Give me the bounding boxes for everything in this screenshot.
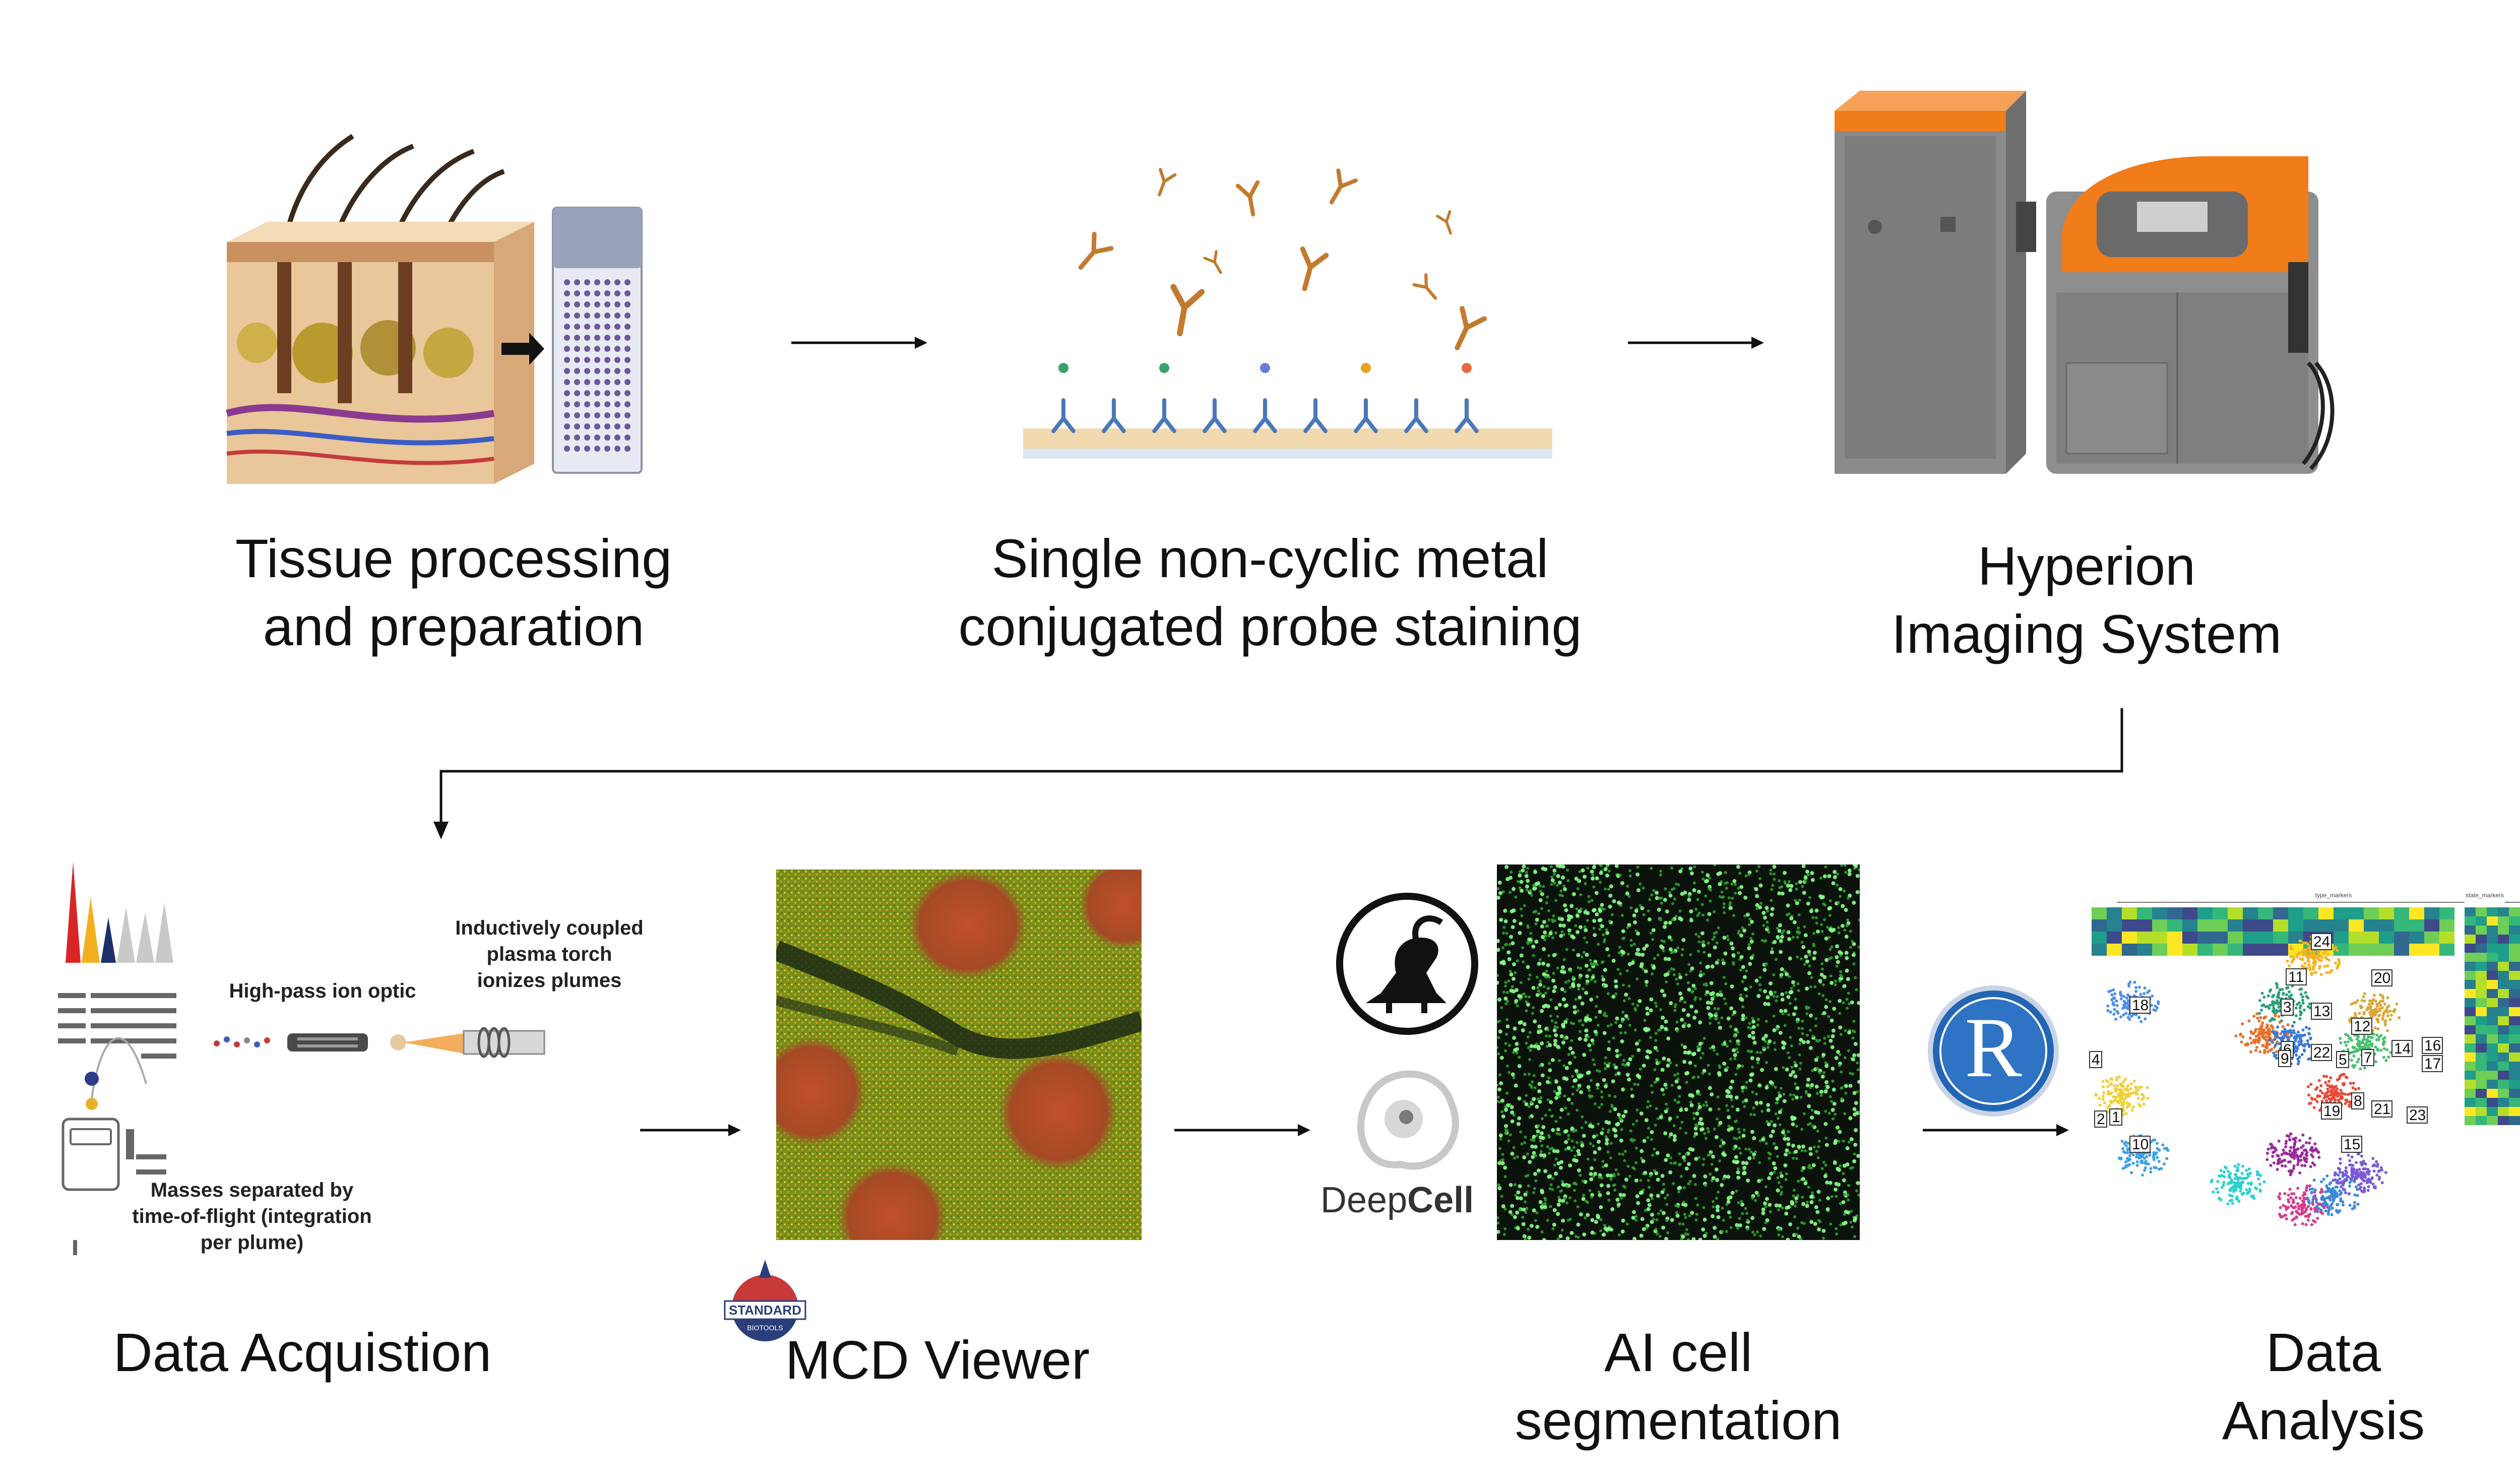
umap-cluster-label: 1 — [2109, 1108, 2122, 1126]
goat-logo — [1336, 892, 1479, 1036]
umap-cluster-label: 5 — [2336, 1051, 2349, 1068]
flow-arrow — [640, 1124, 741, 1136]
flow-arrow — [791, 337, 927, 349]
umap-cluster-label: 10 — [2129, 1136, 2151, 1153]
umap-cluster-label: 2 — [2094, 1110, 2107, 1128]
flow-arrow — [1628, 337, 1764, 349]
biotools-logo-text: BIOTOOLS — [747, 1324, 783, 1332]
acquisition-schematic — [50, 857, 655, 1260]
umap-cluster-label: 21 — [2371, 1100, 2392, 1118]
step-caption-mcd: MCD Viewer — [785, 1329, 1090, 1390]
umap-cluster-label: 20 — [2371, 969, 2392, 986]
standard-logo-text: STANDARD — [729, 1303, 801, 1318]
umap-cluster-label: 23 — [2407, 1106, 2428, 1124]
umap-cluster-label: 7 — [2361, 1049, 2374, 1066]
flow-arrow — [1923, 1124, 2069, 1136]
hyperion-instrument — [1824, 81, 2354, 494]
step-caption-analysis: Data Analysis — [2222, 1322, 2425, 1451]
row-connector — [433, 708, 2123, 839]
step-caption-segmentation: AI cell segmentation — [1515, 1322, 1842, 1451]
umap-cluster-label: 8 — [2351, 1092, 2364, 1109]
tof-label: Masses separated by time-of-flight (inte… — [132, 1179, 372, 1254]
umap-cluster-label: 19 — [2321, 1102, 2342, 1120]
r-logo: R — [1925, 983, 2061, 1119]
heatmap-header-right: state_markers — [2466, 892, 2504, 899]
umap-cluster-label: 24 — [2311, 933, 2332, 950]
umap-cluster-label: 17 — [2422, 1055, 2443, 1072]
umap-cluster-label: 9 — [2278, 1050, 2291, 1067]
umap-cluster-label: 13 — [2311, 1003, 2332, 1020]
segmentation-image — [1497, 864, 1860, 1240]
r-letter: R — [1965, 1000, 2022, 1095]
step-caption-acquisition: Data Acquistion — [113, 1322, 492, 1383]
umap-cluster-label: 12 — [2351, 1018, 2372, 1035]
umap-cluster-label: 11 — [2286, 968, 2307, 985]
deepcell-wordmark: DeepCell — [1320, 1180, 1474, 1220]
umap-cluster-label: 16 — [2422, 1037, 2443, 1054]
umap-cluster-label: 14 — [2391, 1040, 2413, 1057]
heatmap-header-left: type_markers — [2315, 892, 2352, 899]
icp-label: Inductively coupled plasma torch ionizes… — [455, 917, 644, 992]
ion-optic-label: High-pass ion optic — [229, 980, 416, 1002]
umap-cluster-label: 3 — [2281, 999, 2294, 1016]
step-caption-staining: Single non-cyclic metal conjugated probe… — [958, 528, 1582, 657]
umap-cluster-label: 22 — [2311, 1044, 2332, 1061]
umap-cluster-label: 4 — [2089, 1051, 2102, 1068]
umap-cluster-label: 15 — [2341, 1136, 2362, 1153]
tissue-illustration — [222, 131, 655, 494]
step-caption-tissue: Tissue processing and preparation — [235, 528, 672, 657]
standard-biotools-logo: STANDARD BIOTOOLS — [715, 1258, 815, 1343]
flow-arrow — [1174, 1124, 1310, 1136]
step-caption-hyperion: Hyperion Imaging System — [1891, 535, 2282, 664]
staining-illustration — [1013, 126, 1567, 469]
mcd-viewer-image — [776, 870, 1142, 1240]
slide-illustration — [552, 207, 643, 474]
deepcell-logo: DeepCell — [1320, 1064, 1492, 1230]
umap-cluster-label: 18 — [2129, 997, 2151, 1014]
